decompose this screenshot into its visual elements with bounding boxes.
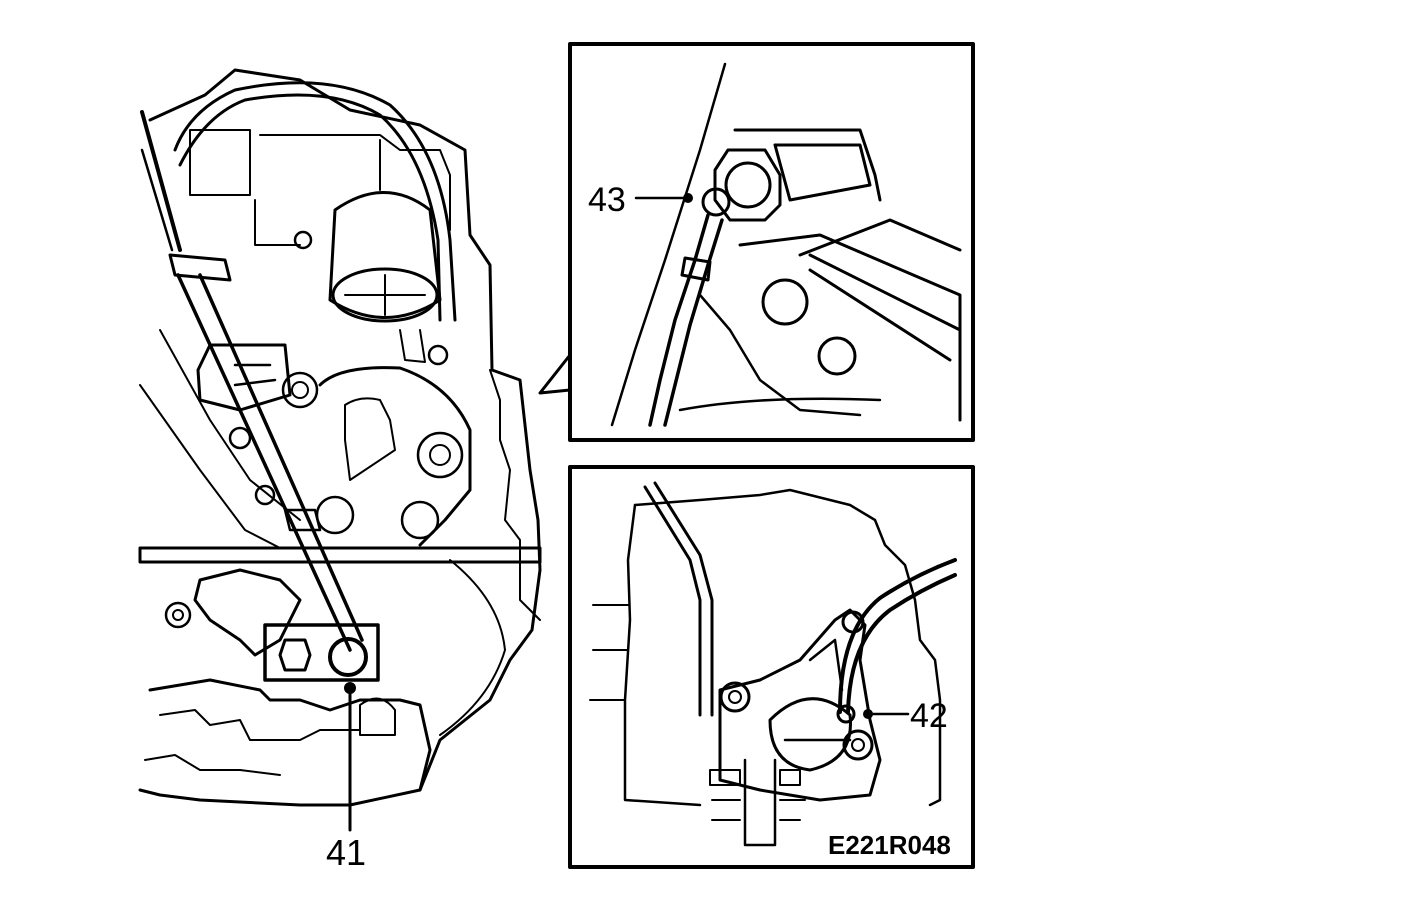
callout-41-label: 41 [326,832,366,873]
callout-42: 42 [863,697,948,735]
callout-41: 41 [326,682,366,873]
mounting-bracket [709,608,882,847]
inset-top: 43 [568,42,975,442]
main-view-transmission [138,68,542,807]
callout-43-label: 43 [588,181,626,219]
callout-43: 43 [588,181,693,219]
inset-pointer [538,353,572,395]
filler-cap [328,139,442,363]
inset-bottom: 42 E221R048 [568,465,975,869]
callout-42-label: 42 [910,697,948,735]
figure-code: E221R048 [828,830,951,860]
